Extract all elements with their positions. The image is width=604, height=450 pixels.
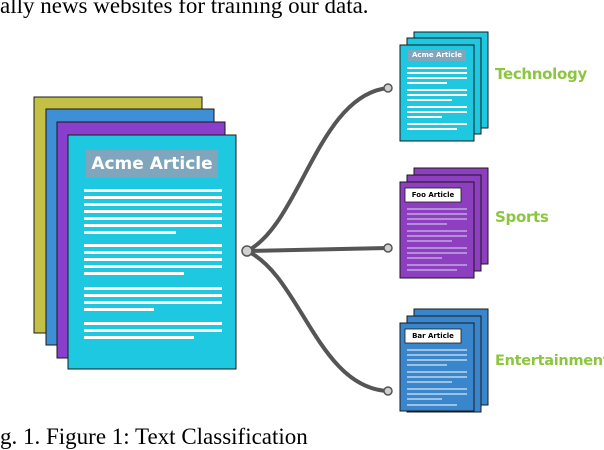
category-label-entertainment: Entertainment xyxy=(495,353,604,369)
node-entertainment xyxy=(383,386,393,396)
category-label-sports: Sports xyxy=(495,208,549,226)
sports-document-stack xyxy=(399,167,489,279)
connector-entertainment xyxy=(245,249,390,393)
connector-technology xyxy=(245,86,390,253)
technology-document-title: Acme Article xyxy=(412,51,462,59)
category-label-technology: Technology xyxy=(495,65,587,83)
technology-document-stack xyxy=(399,31,489,142)
connector-sports xyxy=(245,246,390,253)
node-technology xyxy=(383,83,393,93)
node-sports xyxy=(383,243,393,253)
entertainment-document-title: Bar Article xyxy=(412,332,454,340)
source-text-lines xyxy=(84,189,222,339)
source-document-title: Acme Article xyxy=(91,154,213,174)
entertainment-document-stack xyxy=(399,308,489,413)
source-document-stack xyxy=(33,96,237,370)
body-text-line: ally news websites for training our data… xyxy=(0,0,369,18)
figure-caption: g. 1. Figure 1: Text Classification xyxy=(0,424,308,449)
source-title-bar xyxy=(86,150,218,178)
connectors xyxy=(245,86,390,393)
sports-document-title: Foo Article xyxy=(411,191,455,199)
source-node xyxy=(241,245,253,257)
